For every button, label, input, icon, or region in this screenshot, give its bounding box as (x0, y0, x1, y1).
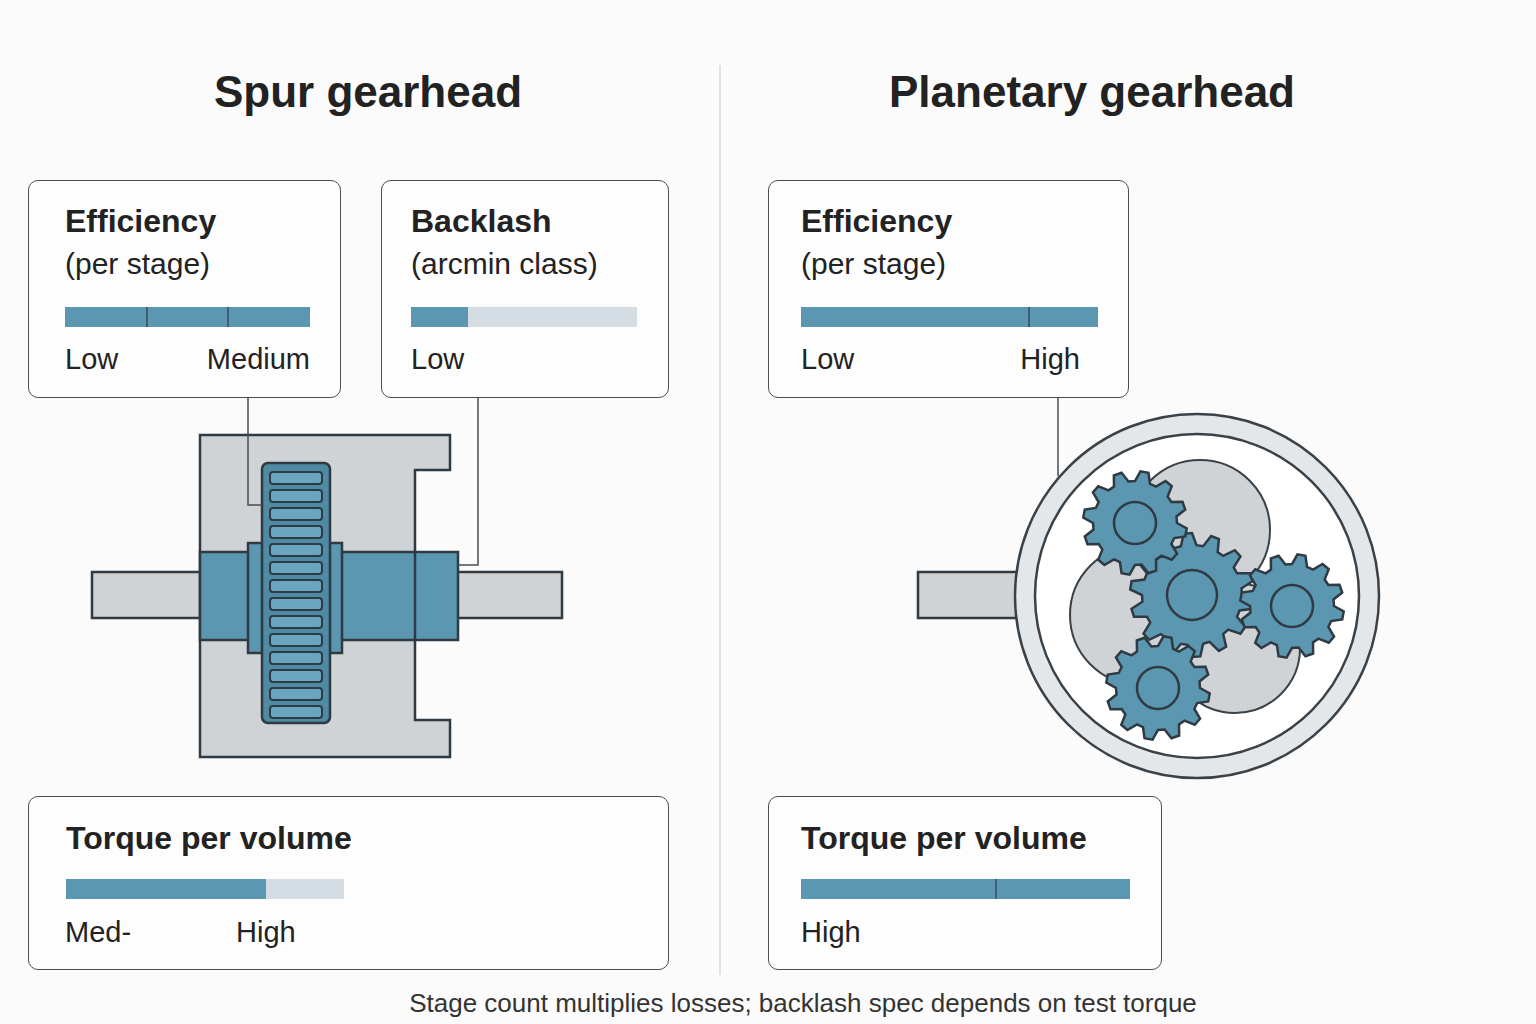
input-shaft (918, 572, 1018, 618)
bar-divider (227, 307, 229, 327)
rating-bar (66, 879, 344, 899)
bar-divider (146, 307, 148, 327)
gear-tooth (270, 670, 322, 682)
box-subheading: (per stage) (65, 249, 210, 279)
gear-tooth (270, 652, 322, 664)
scale-label: Low (65, 345, 118, 374)
gear-tooth (270, 616, 322, 628)
box-heading: Efficiency (801, 205, 952, 237)
gear-tooth (270, 688, 322, 700)
scale-label: Low (411, 345, 464, 374)
planetary-gearhead-illustration (918, 414, 1379, 778)
rating-fill (801, 879, 1130, 899)
caption: Stage count multiplies losses; backlash … (409, 990, 1197, 1016)
gear-tooth (270, 580, 322, 592)
scale-label: Low (801, 345, 854, 374)
gear-tooth (270, 490, 322, 502)
bar-divider (995, 879, 997, 899)
rating-box: Torque per volumeHigh (768, 796, 1162, 970)
gear-hub (1114, 502, 1156, 544)
rating-bar (801, 879, 1130, 899)
box-heading: Backlash (411, 205, 552, 237)
panel-heading: Planetary gearhead (889, 70, 1295, 114)
gear-tooth (270, 472, 322, 484)
gear-tooth (270, 634, 322, 646)
gear-tooth (270, 598, 322, 610)
gear-tooth (270, 544, 322, 556)
rating-bar (65, 307, 310, 327)
spur-gear (262, 463, 330, 723)
gear-hub (1137, 667, 1179, 709)
rating-box: Efficiency (per stage) Low High (768, 180, 1129, 398)
spur-gearhead-illustration (92, 435, 562, 757)
gear-hub (1167, 570, 1217, 620)
rating-fill (801, 307, 1098, 327)
box-heading: Torque per volume (801, 822, 1087, 854)
rating-bar (801, 307, 1098, 327)
gear-tooth (270, 508, 322, 520)
box-subheading: (per stage) (801, 249, 946, 279)
ring-housing (1015, 414, 1379, 778)
gear (1083, 471, 1186, 574)
input-shaft (92, 572, 202, 618)
panel-divider (719, 65, 721, 975)
rating-fill (66, 879, 266, 899)
ring-gear (1035, 434, 1359, 758)
rating-fill (65, 307, 310, 327)
leader-line (1057, 398, 1059, 476)
output-shaft (456, 572, 562, 618)
gear-hub (1271, 585, 1313, 627)
scale-label: High (801, 918, 861, 947)
scale-label: Medium (207, 345, 310, 374)
box-subheading: (arcmin class) (411, 249, 598, 279)
gear-tooth (270, 706, 322, 718)
panel-heading: Spur gearhead (214, 70, 522, 114)
planet-gears (1083, 471, 1343, 739)
scale-label: High (1020, 345, 1080, 374)
box-heading: Torque per volume (66, 822, 352, 854)
rating-box: Efficiency (per stage) Low Medium (28, 180, 341, 398)
scale-label: Med- (65, 918, 131, 947)
gear-tooth (270, 562, 322, 574)
rating-fill (411, 307, 468, 327)
rating-bar (411, 307, 637, 327)
shaft-segment (414, 552, 417, 640)
bar-divider (1028, 307, 1030, 327)
gear (1106, 636, 1209, 739)
gear-tooth (270, 526, 322, 538)
rating-box: Backlash (arcmin class) Low (381, 180, 669, 398)
scale-label: High (236, 918, 296, 947)
leader-line (458, 398, 478, 565)
gear (1240, 554, 1343, 657)
rating-box: Torque per volumeMed- High (28, 796, 669, 970)
gear-teeth (270, 472, 322, 718)
leader-line (248, 398, 262, 505)
box-heading: Efficiency (65, 205, 216, 237)
